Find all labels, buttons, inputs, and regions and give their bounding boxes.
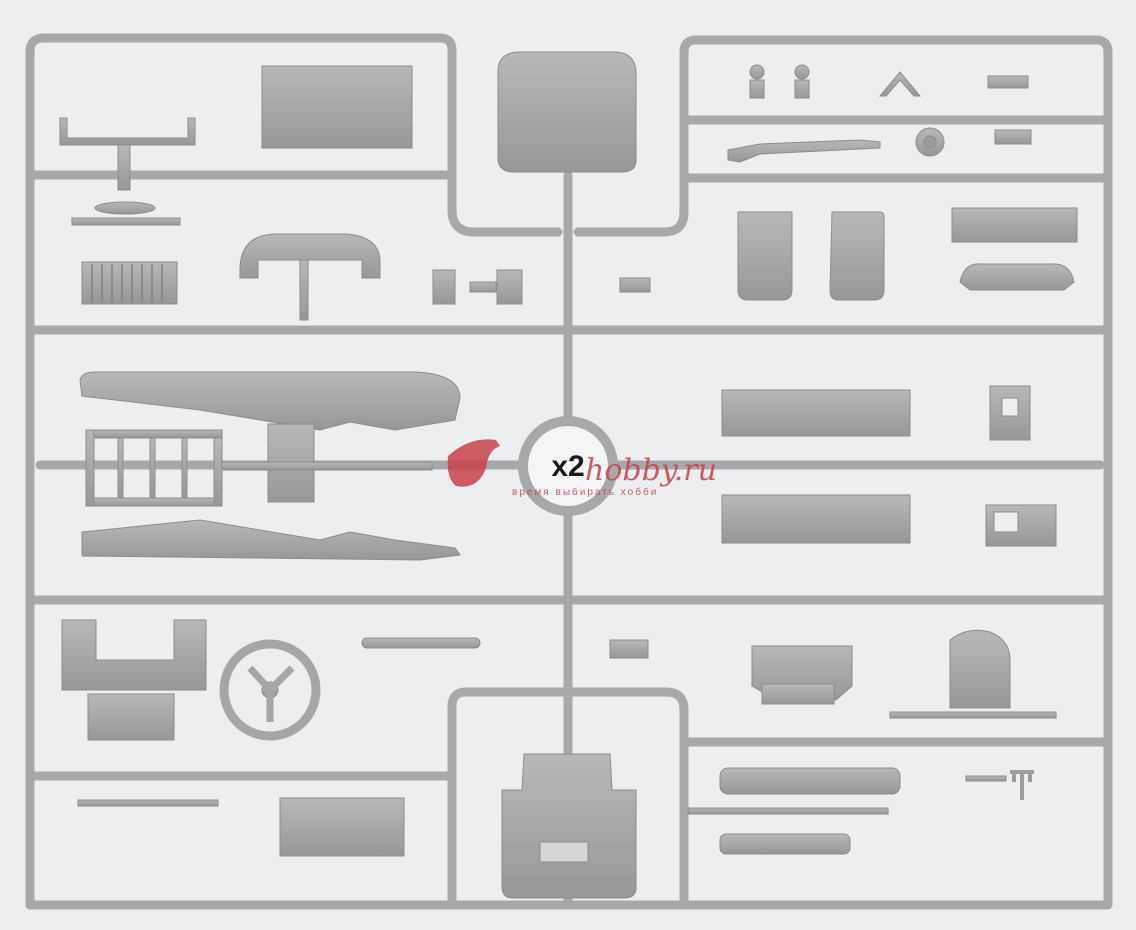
part-seat-back	[239, 233, 381, 279]
part-gear-box	[87, 693, 175, 741]
part-bench	[951, 207, 1078, 243]
x2-label: x2	[551, 450, 584, 483]
part-chassis	[79, 371, 461, 561]
watermark-site: hobby.ru	[585, 453, 717, 488]
part-radiator-grille	[81, 261, 178, 305]
x2-badge: x2	[518, 416, 618, 516]
parts-bottom-right	[609, 629, 1057, 855]
part-window-frame-top	[989, 385, 1031, 441]
parts-top-left	[59, 65, 523, 321]
part-rifle	[727, 139, 881, 163]
part-muffler	[719, 767, 901, 795]
part-window-frame-bottom	[985, 504, 1057, 547]
parts-middle-right	[721, 385, 1057, 547]
part-door-right	[829, 211, 885, 301]
part-radiator	[949, 629, 1011, 709]
part-bench-base	[959, 263, 1075, 291]
part-hood	[501, 753, 637, 899]
part-engine-cover	[279, 797, 405, 857]
part-door-left	[737, 211, 793, 301]
parts-top-right	[619, 64, 1078, 301]
watermark-slogan: время выбирать хобби	[512, 486, 658, 498]
part-body-panel-bottom	[721, 494, 911, 544]
parts-bottom-left	[61, 619, 481, 857]
part-steering-wheel	[219, 639, 321, 741]
watermark: hobby.ru время выбирать хобби	[447, 439, 717, 498]
part-body-panel-top	[721, 389, 911, 437]
part-floor-plate	[261, 65, 413, 149]
part-windshield-frame	[59, 117, 196, 146]
watermark-logo-icon	[447, 439, 500, 487]
part-roof	[497, 51, 637, 173]
